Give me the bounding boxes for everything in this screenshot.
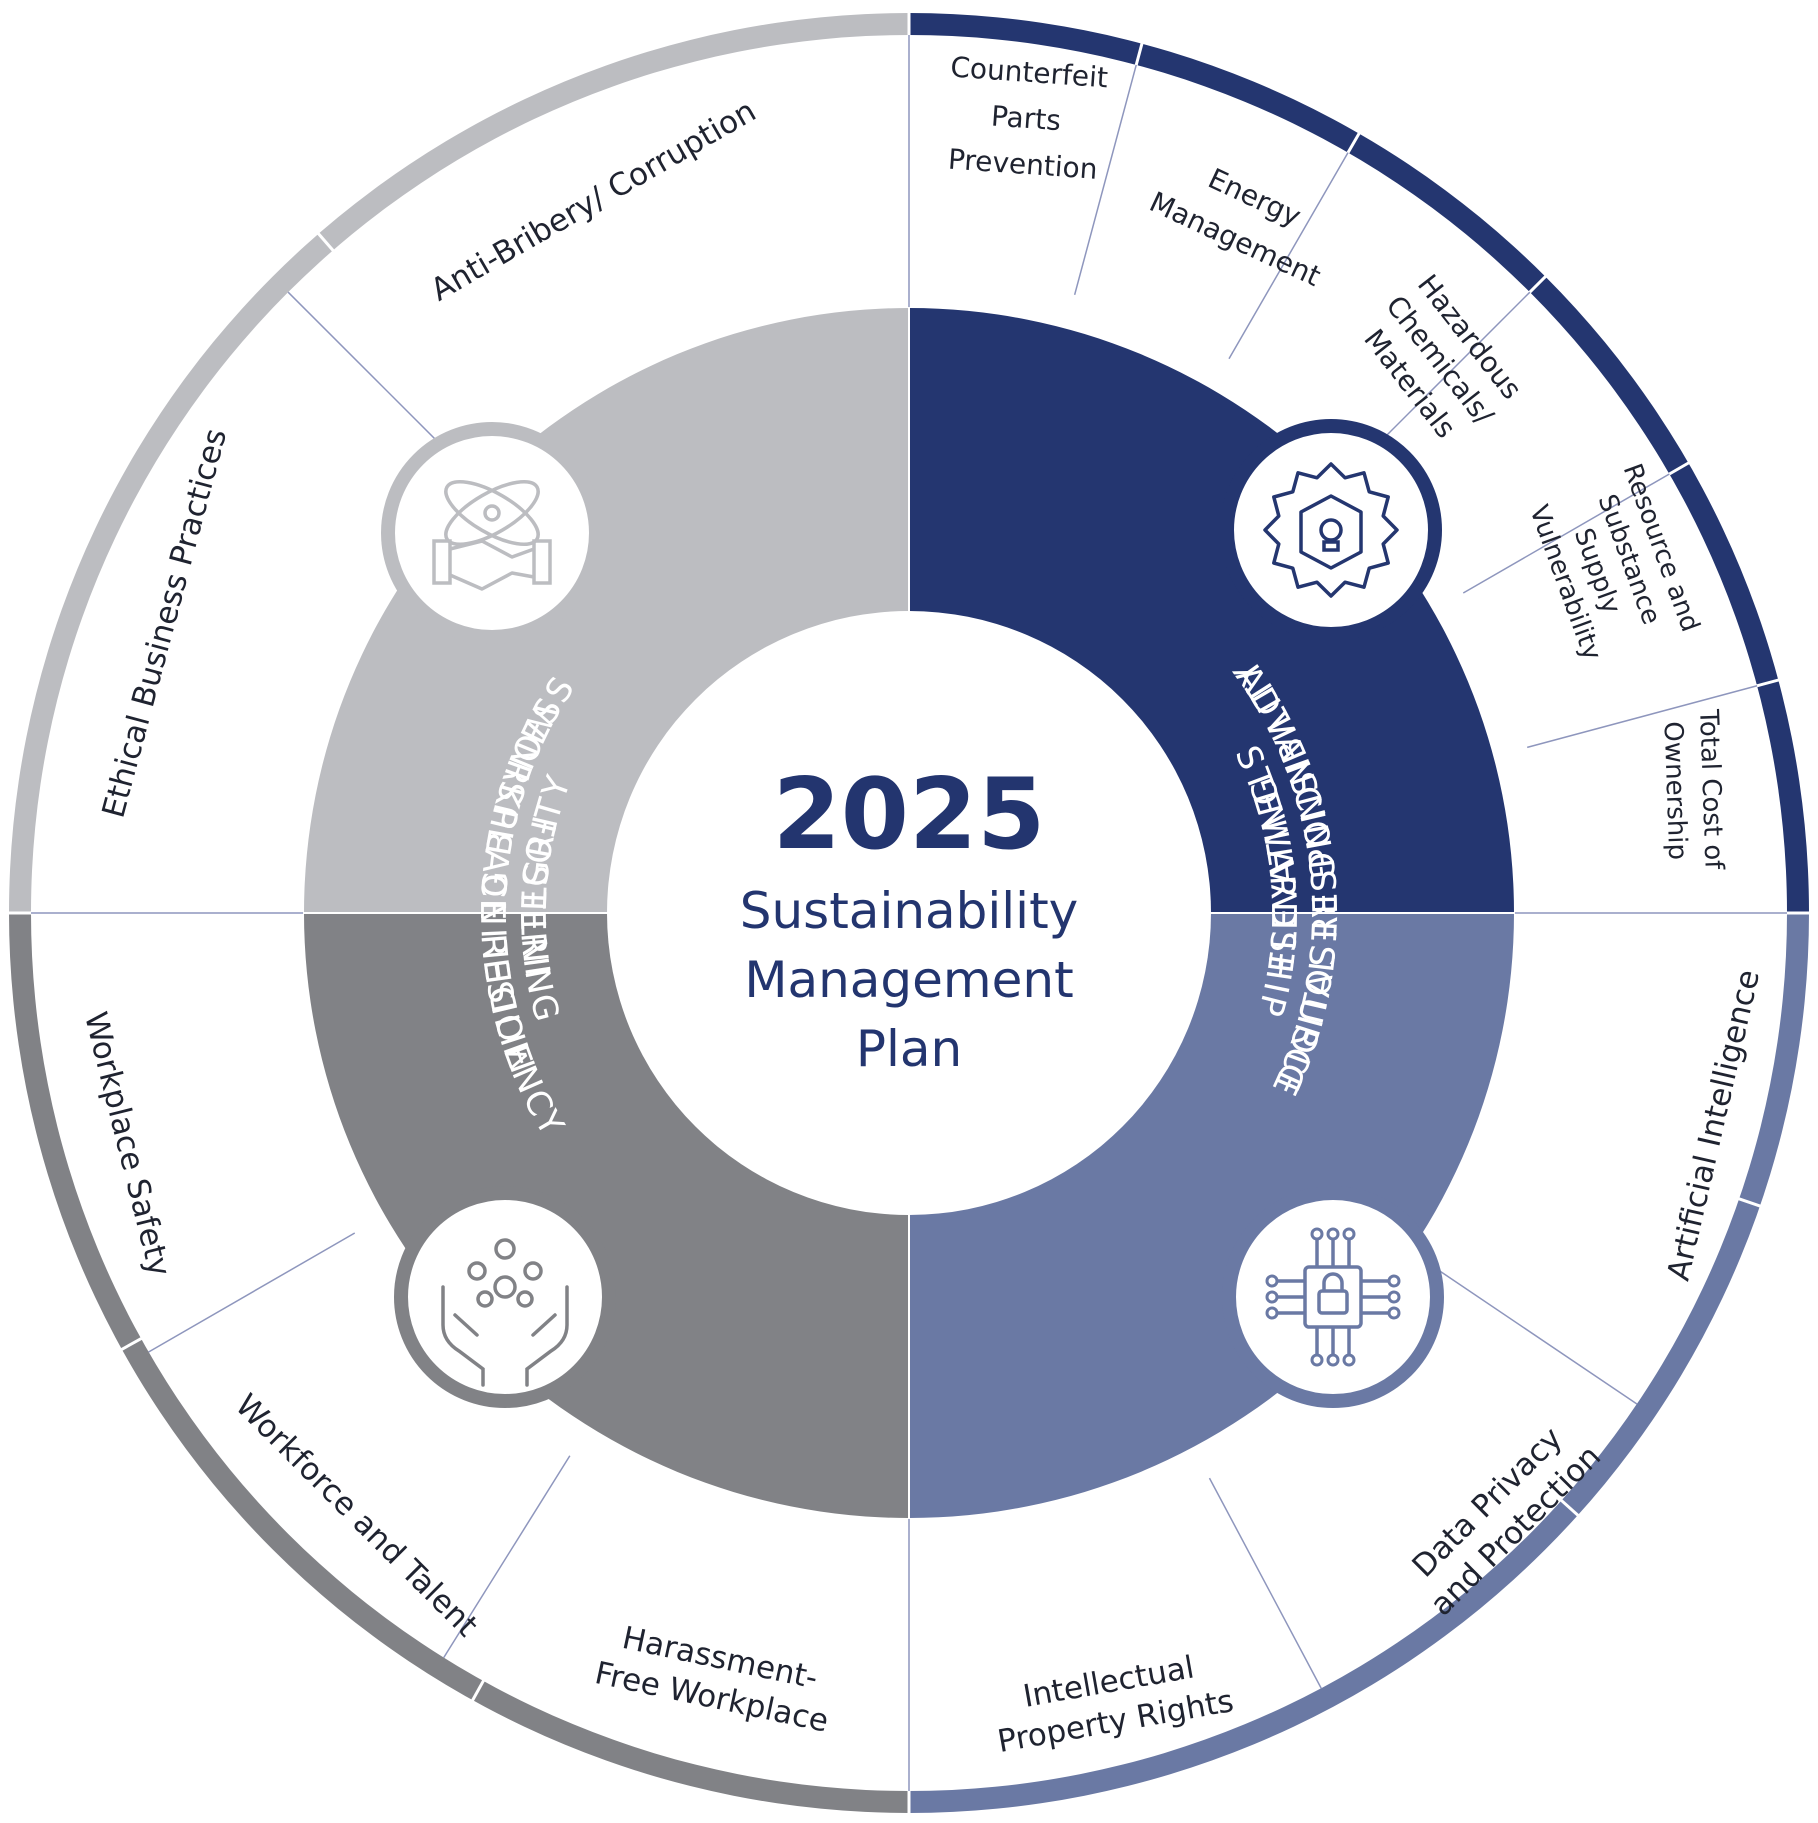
topic-label-line: Total Cost of [1693,708,1729,871]
center-disc [607,611,1211,1215]
topic-divider [1462,473,1670,594]
center-title-line-2: Management [744,951,1073,1009]
pillar-icons [381,419,1444,1408]
topic-divider [1073,64,1137,296]
topic-divider [287,291,457,461]
hands-people-icon [394,1186,616,1408]
topic-divider [1208,1477,1322,1689]
gear-box-bulb-icon [1220,419,1442,641]
topic-dividers [31,35,1787,1791]
pillar-segment-digital-responsibility [909,913,1514,1518]
handshake-atom-icon [381,422,603,644]
pillar-segment-resource-stewardship [909,308,1514,913]
pillar-segment-business-integrity [304,308,909,913]
circuit-lock-icon [1222,1186,1444,1408]
topic-label-line: Parts [990,99,1062,137]
topic-divider [1228,152,1349,360]
pillar-segment-workplace-resiliency [304,913,909,1518]
topic-label-total-cost: Total Cost ofOwnership [1657,708,1729,872]
topic-divider [1526,685,1758,749]
topic-divider [1439,1270,1638,1405]
topic-divider [1361,291,1531,461]
center-year: 2025 [773,758,1046,872]
topic-divider [148,1232,356,1353]
center-title-line-3: Plan [856,1020,962,1078]
topic-label-line: Ownership [1658,721,1693,861]
pillar-ring [303,307,1515,1519]
topic-divider [443,1455,571,1658]
center-title-line-1: Sustainability [740,882,1079,940]
